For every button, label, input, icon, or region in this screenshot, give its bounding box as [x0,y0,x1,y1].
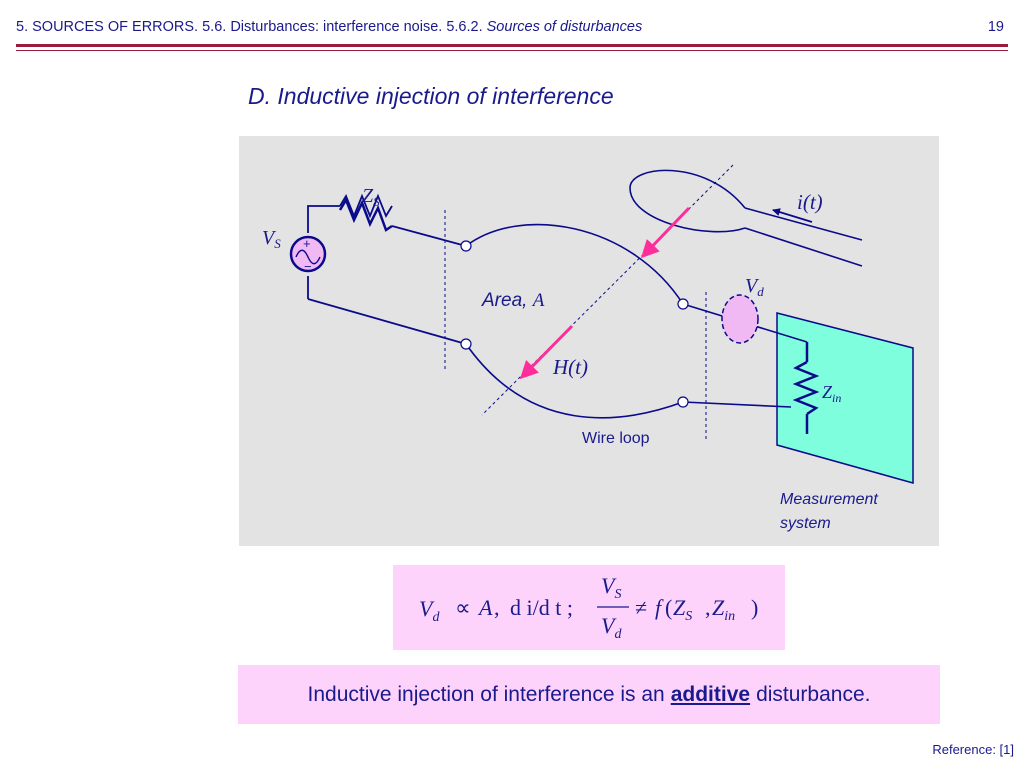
formula-frac-numerator: V [601,573,617,598]
field-arrow-lower [519,324,574,380]
source-circuit [307,193,467,345]
source-minus-sign: − [304,259,312,274]
formula-separator: , [705,595,711,620]
formula-frac-denominator: V [601,613,617,638]
zin-label: Zin [822,382,841,405]
svg-text:Zin: Zin [712,595,735,624]
header-breadcrumb: 5. SOURCES OF ERRORS. 5.6. Disturbances:… [16,19,642,35]
formula-paren-close: ) [751,595,758,620]
slide-title: D. Inductive injection of interference [248,83,614,109]
formula-vd: V [419,596,435,621]
sine-wave-icon [295,249,321,265]
formula-neq: ≠ [635,595,647,620]
current-conductor [629,169,863,267]
formula-zin: Z [712,595,725,620]
wire-loop [465,223,684,419]
breadcrumb-current: Sources of disturbances [486,19,643,35]
vd-voltage-ellipse [721,294,759,344]
page-number: 19 [987,19,1004,35]
vd-label: Vd [745,275,764,299]
source-plus-sign: + [303,236,311,251]
svg-text:ZS: ZS [673,595,692,624]
measurement-label-line2: system [780,515,831,532]
wire-loop-label: Wire loop [582,430,650,447]
formula-box: Vd ∝ A , d i/d t ; VS Vd ≠ f ( ZS , Zin … [393,565,785,650]
area-label: Area, A [481,290,545,311]
current-label: i(t) [797,190,823,214]
svg-text:Vd: Vd [419,596,440,625]
conclusion-box: Inductive injection of interference is a… [238,665,940,724]
formula-paren-open: ( [665,595,672,620]
zin-resistor-icon [792,342,820,434]
formula-didt: d i/d t ; [510,595,573,620]
conclusion-keyword: additive [670,682,751,706]
formula-zs: Z [673,595,686,620]
formula-function: f [655,595,664,620]
current-direction-arrow [772,208,813,223]
formula-comma: , [494,595,500,620]
measurement-label-line1: Measurement [780,491,878,508]
conclusion-text-after: disturbance. [756,682,871,706]
reference-link[interactable]: Reference: [1] [932,742,1014,757]
formula-area: A [477,595,493,620]
field-arrow-upper [640,206,691,259]
breadcrumb-path: 5. SOURCES OF ERRORS. 5.6. Disturbances:… [16,19,483,35]
vs-label: VS [262,227,281,251]
svg-text:VS: VS [601,573,621,602]
formula: Vd ∝ A , d i/d t ; VS Vd ≠ f ( ZS , Zin … [419,573,758,642]
svg-text:Vd: Vd [601,613,622,642]
conclusion-text-before: Inductive injection of interference is a… [307,682,665,706]
measurement-system-plane [776,312,914,484]
zs-resistor-icon [338,197,393,232]
header-divider-thick [16,44,1008,47]
field-label: H(t) [552,355,588,379]
wire-terminals [460,240,689,408]
formula-proportional: ∝ [455,595,471,620]
header-divider-thin [16,50,1008,51]
zs-label: ZS [362,185,380,209]
wire-to-measurement-bottom [682,401,792,408]
